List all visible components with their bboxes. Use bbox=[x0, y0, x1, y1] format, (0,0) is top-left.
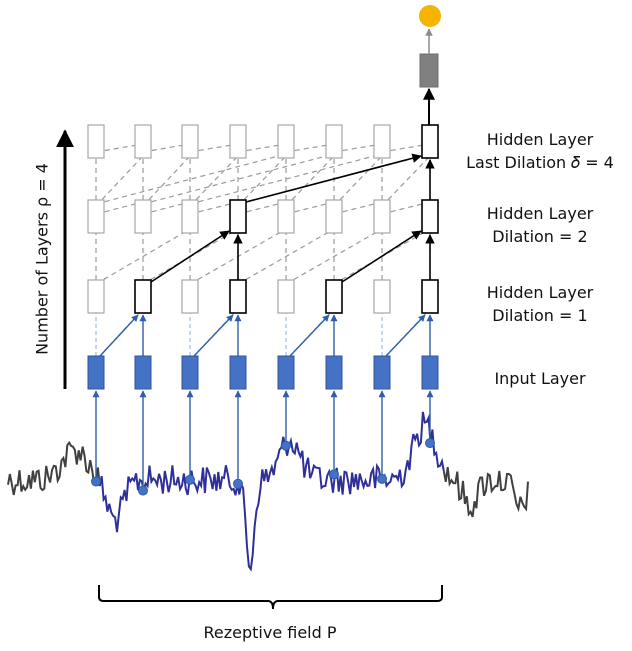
active-diagonal bbox=[341, 230, 422, 283]
dilation1-node bbox=[421, 279, 439, 314]
label-input-layer: Input Layer bbox=[455, 367, 625, 390]
dilation2-node bbox=[373, 199, 391, 234]
dilation2-node bbox=[229, 199, 247, 234]
sample-point bbox=[425, 438, 435, 449]
sample-point bbox=[138, 485, 148, 496]
dilation1-node bbox=[277, 279, 295, 314]
label-last-dilation: Hidden Layer Last Dilation 𝛿 = 4 bbox=[455, 128, 625, 174]
sample-point bbox=[185, 474, 195, 485]
dashed-connection bbox=[285, 155, 335, 207]
dilation1-node bbox=[325, 279, 343, 314]
dashed-connection bbox=[142, 153, 335, 205]
last-dilation-node bbox=[134, 124, 152, 159]
sample-point bbox=[281, 440, 291, 451]
input-node bbox=[421, 355, 439, 390]
active-connections bbox=[99, 153, 435, 357]
dashed-connection bbox=[95, 228, 191, 285]
signal-receptive-field bbox=[98, 411, 445, 572]
layers-axis-text: Number of Layers ρ = 4 bbox=[32, 163, 52, 355]
dashed-connection bbox=[285, 228, 383, 285]
label-dilation-2-title: Hidden Layer bbox=[486, 204, 594, 223]
receptive-field-label: Rezeptive field P bbox=[203, 623, 337, 642]
last-dilation-node bbox=[373, 124, 391, 159]
dilation2-node bbox=[421, 199, 439, 234]
label-last-dilation-detail: Last Dilation 𝛿 = 4 bbox=[466, 153, 614, 172]
active-input-diagonal bbox=[289, 314, 330, 357]
input-node bbox=[229, 355, 247, 390]
dilation1-node bbox=[373, 279, 391, 314]
dilation2-node bbox=[87, 199, 105, 234]
input-node bbox=[134, 355, 152, 390]
dilation1-node bbox=[87, 279, 105, 314]
dashed-connection bbox=[142, 155, 191, 207]
input-node bbox=[373, 355, 391, 390]
active-diagonal bbox=[150, 230, 230, 283]
input-node bbox=[325, 355, 343, 390]
label-dilation-1: Hidden Layer Dilation = 1 bbox=[455, 281, 625, 327]
sample-point bbox=[91, 476, 101, 487]
active-input-diagonal bbox=[385, 314, 426, 357]
input-node bbox=[277, 355, 295, 390]
dashed-connection bbox=[237, 155, 287, 207]
sample-point bbox=[233, 478, 243, 489]
dilation2-node bbox=[277, 199, 295, 234]
dilation1-inactive-connections bbox=[95, 312, 427, 357]
last-dilation-node bbox=[229, 124, 247, 159]
dashed-connection bbox=[381, 155, 431, 207]
network-nodes bbox=[87, 124, 439, 390]
sample-point bbox=[377, 473, 387, 484]
dashed-connection bbox=[333, 155, 383, 207]
dilation1-node bbox=[134, 279, 152, 314]
active-input-diagonal bbox=[99, 314, 139, 357]
time-series bbox=[7, 411, 529, 572]
input-node bbox=[181, 355, 199, 390]
dilation1-node bbox=[229, 279, 247, 314]
label-dilation-1-title: Hidden Layer bbox=[486, 283, 594, 302]
label-last-dilation-title: Hidden Layer bbox=[486, 130, 594, 149]
dashed-connection bbox=[95, 153, 287, 205]
dilation2-node bbox=[325, 199, 343, 234]
label-dilation-2: Hidden Layer Dilation = 2 bbox=[455, 202, 625, 248]
last-dilation-node bbox=[277, 124, 295, 159]
input-node bbox=[87, 355, 105, 390]
active-diagonal bbox=[245, 153, 422, 203]
signal-outside-right bbox=[442, 466, 529, 518]
dashed-connection bbox=[189, 155, 239, 207]
dashed-connection bbox=[237, 228, 335, 285]
last-dilation-node bbox=[421, 124, 439, 159]
dilation2-node bbox=[181, 199, 199, 234]
dilation1-node bbox=[181, 279, 199, 314]
last-dilation-node bbox=[181, 124, 199, 159]
last-dilation-node bbox=[87, 124, 105, 159]
dashed-connection bbox=[95, 155, 144, 207]
input-arrows bbox=[91, 390, 435, 496]
signal-outside-left bbox=[7, 440, 101, 496]
active-input-diagonal bbox=[193, 314, 234, 357]
last-dilation-node bbox=[325, 124, 343, 159]
output-node bbox=[419, 5, 441, 27]
dense-output-node bbox=[419, 53, 439, 88]
receptive-field-brace bbox=[98, 585, 443, 610]
sample-point bbox=[329, 469, 339, 480]
label-dilation-2-detail: Dilation = 2 bbox=[492, 227, 588, 246]
dilation2-node bbox=[134, 199, 152, 234]
label-input-layer-text: Input Layer bbox=[494, 369, 586, 388]
label-dilation-1-detail: Dilation = 1 bbox=[492, 306, 588, 325]
